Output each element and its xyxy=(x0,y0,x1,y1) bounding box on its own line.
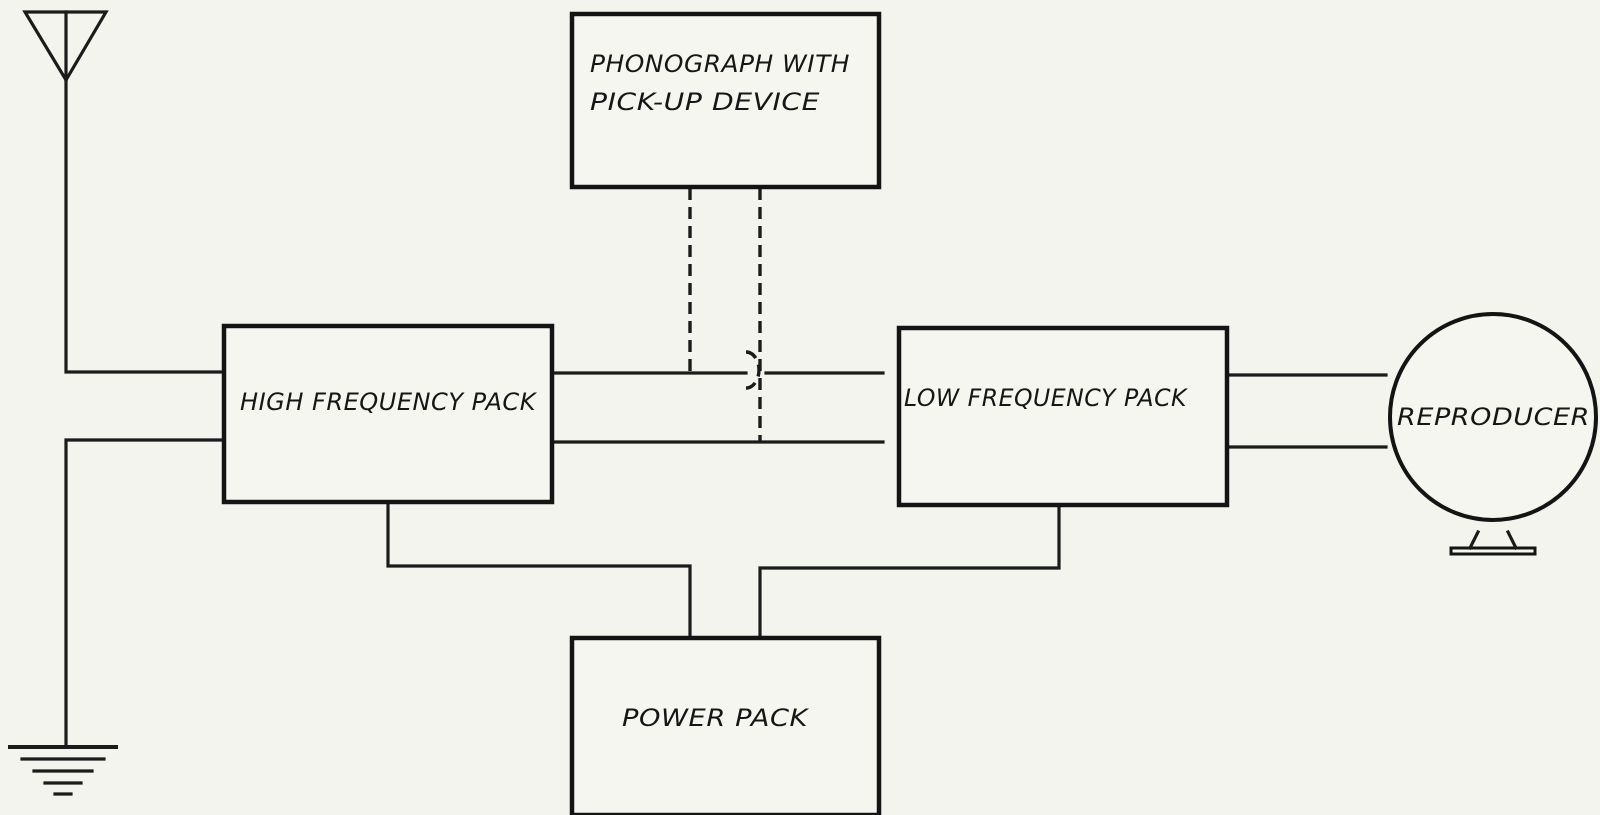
reproducer-label: Reproducer xyxy=(1397,403,1590,431)
jumper-arc xyxy=(745,350,761,390)
ground-wire xyxy=(64,438,224,747)
phonograph-label-line2: Pick-Up Device xyxy=(590,88,820,116)
low-frequency-label: Low Frequency Pack xyxy=(904,384,1189,412)
loudspeaker-icon: Reproducer xyxy=(1388,312,1598,556)
low-frequency-pack: Low Frequency Pack xyxy=(896,325,1230,508)
ground-icon xyxy=(8,745,118,796)
power-pack-label: Power Pack xyxy=(622,704,810,732)
high-frequency-pack: High Frequency Pack xyxy=(221,323,555,505)
high-frequency-label: High Frequency Pack xyxy=(240,388,538,416)
power-pack: Power Pack xyxy=(569,635,882,815)
power-line-right xyxy=(758,503,1061,639)
phonograph-label-line1: Phonograph With xyxy=(590,50,850,78)
antenna-wire xyxy=(64,78,224,374)
phonograph-block: Phonograph With Pick-Up Device xyxy=(569,11,882,190)
power-line-left xyxy=(386,500,692,639)
antenna-icon xyxy=(22,10,109,84)
